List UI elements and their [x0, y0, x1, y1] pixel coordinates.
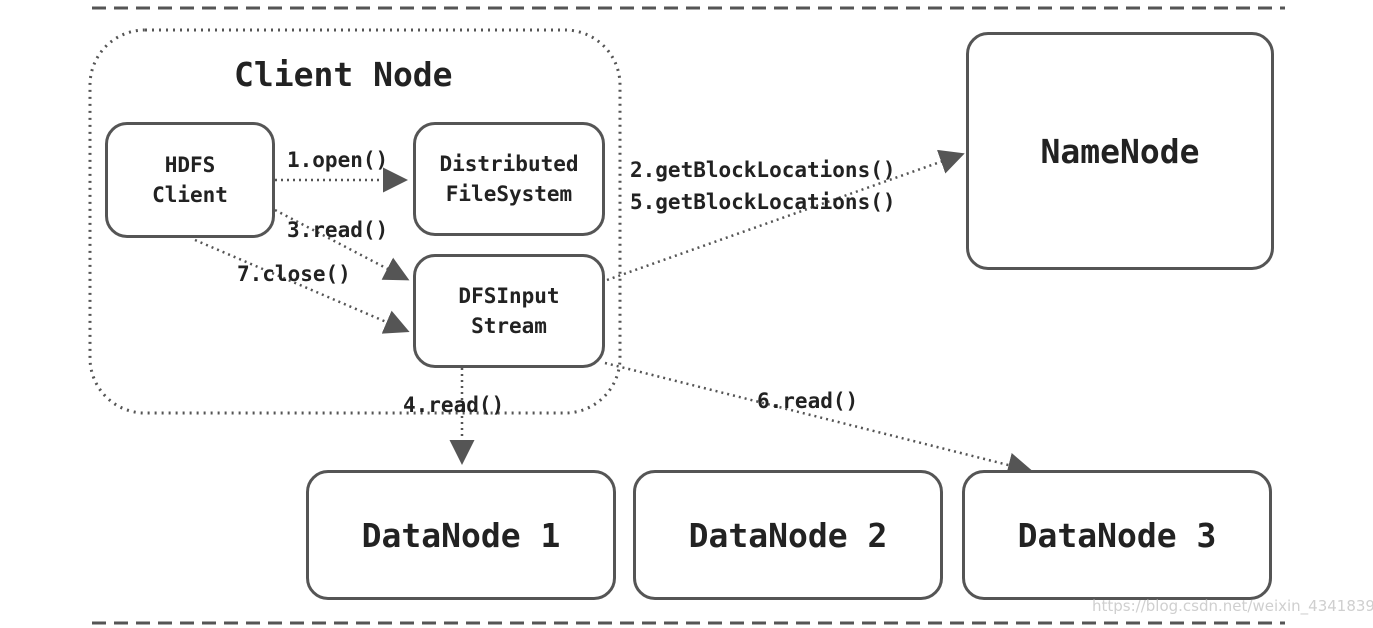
datanode-1-box: DataNode 1 [306, 470, 616, 600]
edge-label-read-4: 4.read() [403, 393, 505, 417]
arrow-get-block-locations [606, 149, 965, 282]
datanode-2-label: DataNode 2 [688, 515, 888, 555]
hdfs-client-line2: Client [152, 183, 228, 207]
datanode-3-label: DataNode 3 [1017, 515, 1217, 555]
datanode-2-box: DataNode 2 [633, 470, 943, 600]
arrow-read-3 [274, 208, 410, 281]
edge-label-read-6: 6.read() [757, 389, 859, 413]
watermark-url: https://blog.csdn.net/weixin_43418390 [1092, 597, 1373, 615]
hdfs-client-line1: HDFS [164, 153, 216, 177]
distributed-filesystem-line2: FileSystem [445, 182, 573, 206]
client-node-group-border [88, 28, 622, 415]
edge-label-get-block-locations-2: 2.getBlockLocations() [630, 158, 896, 182]
dfs-input-stream-line1: DFSInput [458, 284, 560, 308]
client-node-title: Client Node [234, 55, 453, 94]
datanode-1-label: DataNode 1 [361, 515, 561, 555]
distributed-filesystem-line1: Distributed [439, 152, 579, 176]
hdfs-client-box: HDFS Client [105, 122, 275, 238]
datanode-3-box: DataNode 3 [962, 470, 1272, 600]
arrow-close [194, 238, 410, 334]
namenode-label: NameNode [1040, 131, 1200, 171]
edge-label-read-3: 3.read() [287, 218, 389, 242]
namenode-box: NameNode [966, 32, 1274, 270]
distributed-filesystem-box: Distributed FileSystem [413, 122, 605, 236]
edge-label-get-block-locations-5: 5.getBlockLocations() [630, 190, 896, 214]
dfs-input-stream-line2: Stream [471, 314, 547, 338]
edge-label-open: 1.open() [287, 148, 389, 172]
arrow-read-6 [604, 361, 1033, 478]
dfs-input-stream-box: DFSInput Stream [413, 254, 605, 368]
edge-label-close: 7.close() [237, 262, 351, 286]
